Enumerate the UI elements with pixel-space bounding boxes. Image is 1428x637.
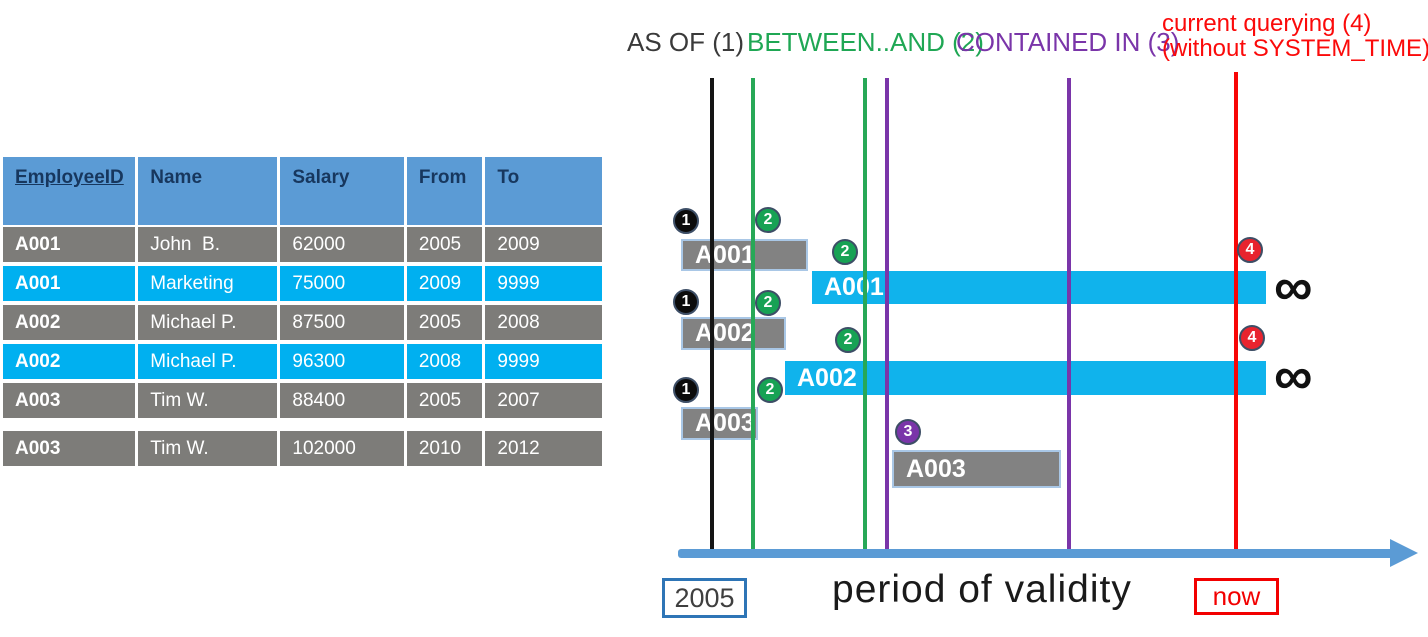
cell-to: 9999 xyxy=(485,344,603,379)
table-row-current: A002 Michael P. 96300 2008 9999 xyxy=(3,344,603,379)
cell-salary: 75000 xyxy=(280,266,404,301)
cell-to: 9999 xyxy=(485,266,603,301)
badge-2-a002: 2 xyxy=(755,290,781,316)
legend-current-querying: current querying (4) (without SYSTEM_TIM… xyxy=(1162,11,1428,61)
legend-as-of: AS OF (1) xyxy=(627,27,745,57)
axis-marker-now: now xyxy=(1194,578,1279,615)
table-row: A003 Tim W. 102000 2010 2012 xyxy=(3,431,603,466)
cell-salary: 87500 xyxy=(280,305,404,340)
cell-name: Michael P. xyxy=(138,305,278,340)
cell-to: 2009 xyxy=(485,227,603,262)
column-header-from: From xyxy=(406,157,483,225)
legend-current-querying-line2: (without SYSTEM_TIME) xyxy=(1162,35,1428,62)
between-and-start-line xyxy=(751,78,755,553)
cell-salary: 102000 xyxy=(280,431,404,466)
between-and-end-line xyxy=(863,78,867,553)
table-header-row: EmployeeID Name Salary From To xyxy=(3,157,603,225)
cell-salary: 88400 xyxy=(280,383,404,418)
cell-to: 2008 xyxy=(485,305,603,340)
cell-employeeid: A003 xyxy=(3,383,136,418)
cell-from: 2005 xyxy=(406,305,483,340)
cell-employeeid: A001 xyxy=(3,266,136,301)
column-header-employeeid: EmployeeID xyxy=(3,157,136,225)
contained-in-end-line xyxy=(1067,78,1071,553)
badge-2-a001-current: 2 xyxy=(832,239,858,265)
cell-from: 2009 xyxy=(406,266,483,301)
column-header-to: To xyxy=(485,157,603,225)
infinity-symbol-a001: ∞ xyxy=(1274,257,1313,317)
cell-from: 2008 xyxy=(406,344,483,379)
badge-2-a001: 2 xyxy=(755,207,781,233)
cell-to: 2012 xyxy=(485,431,603,466)
badge-4-a001: 4 xyxy=(1237,237,1263,263)
timeline-bar-a001-current: A001 xyxy=(812,271,1266,304)
column-header-name: Name xyxy=(138,157,278,225)
cell-from: 2005 xyxy=(406,383,483,418)
time-axis-arrowhead-icon xyxy=(1390,539,1418,567)
cell-name: Tim W. xyxy=(138,383,278,418)
badge-3-a003: 3 xyxy=(895,419,921,445)
timeline-bar-a003-history2: A003 xyxy=(892,450,1061,488)
legend-contained-in: CONTAINED IN (3) xyxy=(956,27,1180,57)
cell-name: John B. xyxy=(138,227,278,262)
timeline-bar-a001-history: A001 xyxy=(681,239,808,271)
cell-from: 2005 xyxy=(406,227,483,262)
axis-marker-2005: 2005 xyxy=(662,578,747,618)
badge-1-a003: 1 xyxy=(673,377,699,403)
cell-from: 2010 xyxy=(406,431,483,466)
employee-table: EmployeeID Name Salary From To A001 John… xyxy=(3,157,603,466)
timeline-bar-a002-current: A002 xyxy=(785,361,1266,395)
table-row-current: A001 Marketing 75000 2009 9999 xyxy=(3,266,603,301)
table-row: A003 Tim W. 88400 2005 2007 xyxy=(3,383,603,418)
cell-name: Marketing xyxy=(138,266,278,301)
badge-4-a002: 4 xyxy=(1239,325,1265,351)
infinity-symbol-a002: ∞ xyxy=(1274,346,1313,406)
cell-employeeid: A001 xyxy=(3,227,136,262)
timeline-bar-a002-history: A002 xyxy=(681,317,786,350)
legend-current-querying-line1: current querying (4) xyxy=(1162,10,1372,37)
as-of-line xyxy=(710,78,714,553)
time-axis xyxy=(678,549,1394,558)
legend-between-and: BETWEEN..AND (2) xyxy=(747,27,984,57)
table-row: A002 Michael P. 87500 2005 2008 xyxy=(3,305,603,340)
contained-in-start-line xyxy=(885,78,889,553)
cell-to: 2007 xyxy=(485,383,603,418)
badge-2-a002-current: 2 xyxy=(835,327,861,353)
badge-2-a003: 2 xyxy=(757,377,783,403)
cell-salary: 96300 xyxy=(280,344,404,379)
cell-name: Michael P. xyxy=(138,344,278,379)
table-row: A001 John B. 62000 2005 2009 xyxy=(3,227,603,262)
badge-1-a002: 1 xyxy=(673,289,699,315)
cell-employeeid: A002 xyxy=(3,305,136,340)
cell-salary: 62000 xyxy=(280,227,404,262)
column-header-salary: Salary xyxy=(280,157,404,225)
cell-employeeid: A002 xyxy=(3,344,136,379)
cell-name: Tim W. xyxy=(138,431,278,466)
badge-1-a001: 1 xyxy=(673,208,699,234)
cell-employeeid: A003 xyxy=(3,431,136,466)
timeline-bar-a003-history1: A003 xyxy=(681,407,758,440)
axis-label-period-of-validity: period of validity xyxy=(832,568,1132,611)
current-querying-line xyxy=(1234,72,1238,553)
